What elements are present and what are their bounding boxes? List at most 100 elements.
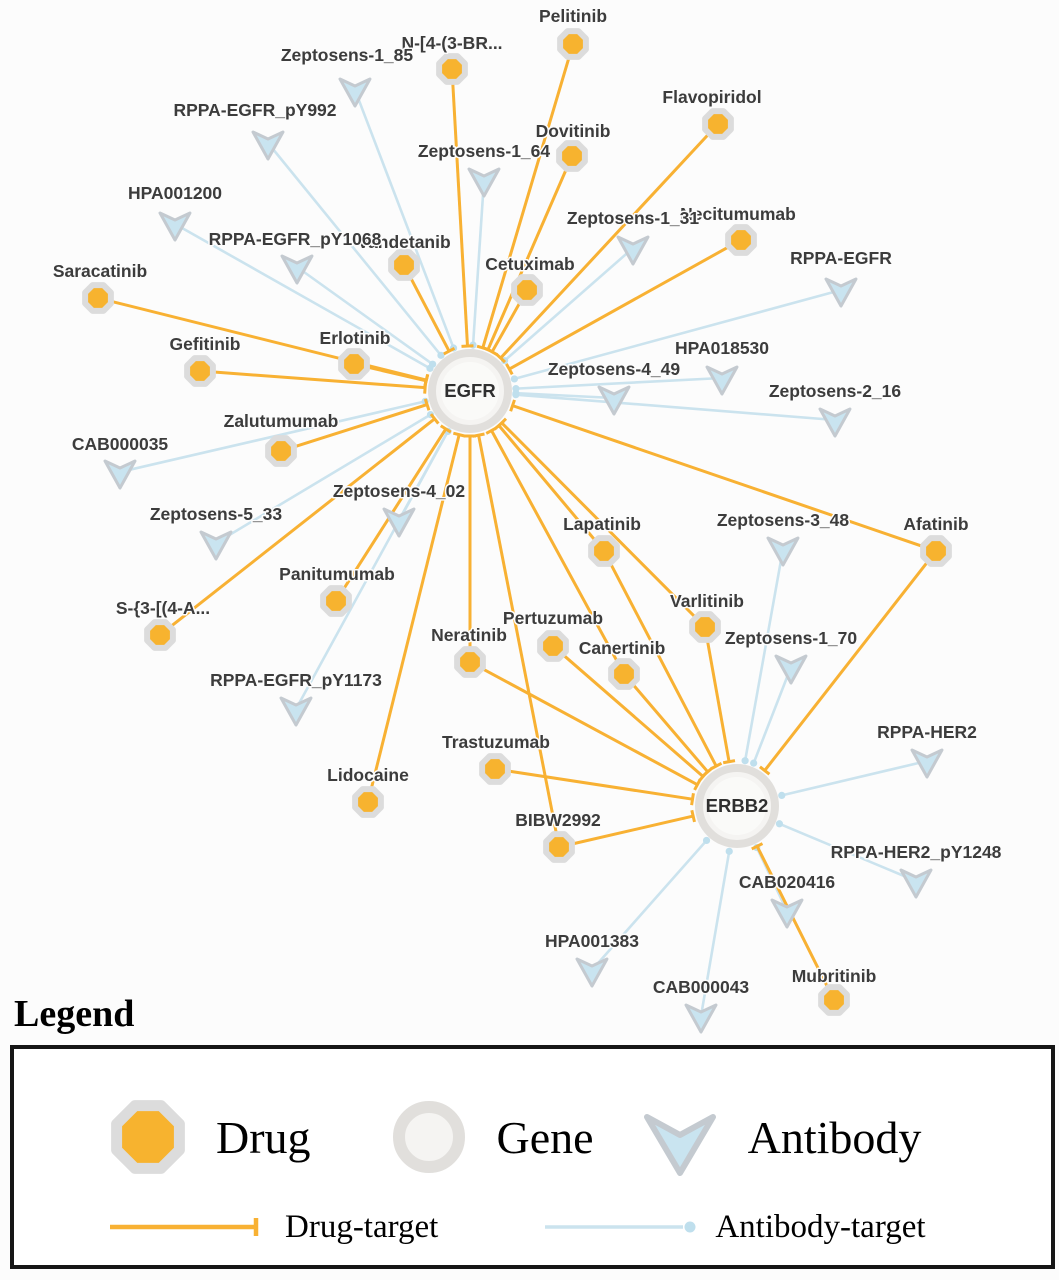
legend-drug-target-label: Drug-target — [285, 1208, 439, 1245]
antibody-edge-dot — [725, 847, 733, 855]
inhibition-tick — [495, 352, 507, 364]
drug-node — [320, 585, 352, 617]
node-label: Flavopiridol — [662, 87, 761, 107]
antibody-target-edge — [752, 666, 793, 764]
antibody-node — [684, 1003, 718, 1034]
drug-target-edge — [705, 640, 731, 762]
antibody-edge-dot — [775, 820, 784, 828]
drug-target-edge — [562, 654, 705, 778]
node-label: RPPA-EGFR_pY1068 — [209, 229, 382, 249]
legend-antibody-target-label: Antibody-target — [715, 1208, 926, 1245]
antibody-node — [766, 536, 800, 567]
antibody-edge-dot — [702, 836, 711, 845]
drug-target-edge — [508, 245, 730, 371]
antibody-target-edge — [514, 288, 842, 381]
legend-drug-label: Drug — [216, 1111, 311, 1163]
node-label: Zeptosens-1_70 — [725, 628, 858, 648]
antibody-target-edge — [119, 400, 426, 474]
node-label: RPPA-HER2 — [877, 722, 977, 742]
drug-target-edge — [512, 404, 924, 548]
gene-label: ERBB2 — [706, 795, 769, 816]
drug-target-edge — [609, 562, 718, 767]
inhibition-tick — [429, 413, 440, 425]
antibody-edge-dot — [778, 791, 786, 799]
antibody-target-edge — [778, 822, 917, 883]
drug-target-edge — [342, 428, 448, 591]
node-label: HPA001200 — [128, 183, 222, 203]
gene-label: EGFR — [444, 380, 495, 401]
node-label: RPPA-EGFR_pY992 — [173, 100, 336, 120]
gene-node-inner — [708, 777, 766, 835]
inhibition-tick — [505, 363, 514, 376]
node-label: CAB020416 — [739, 872, 836, 892]
node-label: Zeptosens-3_48 — [717, 510, 850, 530]
antibody-target-edge — [515, 393, 836, 422]
antibody-edge-dot — [512, 391, 520, 399]
inhibition-tick — [443, 347, 456, 356]
drug-target-edge — [477, 434, 558, 834]
antibody-node — [899, 868, 933, 899]
drug-node — [920, 535, 952, 567]
antibody-icon-shape — [643, 1114, 716, 1176]
antibody-target-edge — [515, 391, 615, 400]
antibody-node — [158, 211, 192, 242]
antibody-node — [280, 254, 314, 285]
antibody-target-edge — [353, 89, 455, 349]
node-label: Cetuximab — [485, 254, 574, 274]
antibody-node — [467, 167, 501, 198]
antibody-target-edge — [781, 759, 928, 797]
inhibition-tick — [496, 417, 508, 429]
legend-item-gene: Gene — [383, 1091, 594, 1183]
inhibition-tick — [722, 759, 736, 765]
gene-icon — [392, 1101, 465, 1173]
drug-node — [725, 224, 757, 256]
drug-node — [702, 108, 734, 140]
antibody-target-edge — [743, 548, 785, 761]
legend-title: Legend — [14, 993, 135, 1035]
drug-node — [556, 140, 588, 172]
node-label: N-[4-(3-BR... — [401, 33, 502, 53]
inhibition-tick — [461, 344, 474, 348]
drug-node — [689, 611, 721, 643]
antibody-target-edge — [515, 376, 723, 390]
drug-node — [557, 28, 589, 60]
node-label: Afatinib — [903, 514, 968, 534]
drug-target-edge — [631, 683, 709, 773]
node-label: Lapatinib — [563, 514, 641, 534]
antibody-node — [279, 696, 313, 727]
inhibition-tick — [486, 347, 499, 357]
drug-node — [479, 753, 511, 785]
antibody-node — [597, 385, 631, 416]
inhibition-tick — [751, 842, 764, 851]
node-label: CAB000043 — [653, 977, 750, 997]
inhibition-tick — [710, 761, 723, 771]
legend-item-antibody: Antibody — [634, 1091, 921, 1183]
node-label: Necitumumab — [680, 204, 796, 224]
legend-node-row: Drug Gene Antibody — [14, 1091, 1051, 1183]
legend-gene-label: Gene — [496, 1111, 594, 1163]
antibody-node — [382, 507, 416, 538]
drug-node — [82, 282, 114, 314]
antibody-edge-dot — [510, 375, 518, 383]
inhibition-tick — [690, 809, 696, 823]
inhibition-tick — [702, 766, 714, 777]
node-label: Neratinib — [431, 625, 507, 645]
antibody-target-edge — [471, 179, 486, 346]
drug-target-edge — [451, 82, 469, 347]
node-label: Zalutumumab — [224, 411, 339, 431]
legend-edge-row: Drug-target Antibody-target — [14, 1205, 1051, 1249]
drug-node — [818, 984, 850, 1016]
node-label: Vandetanib — [357, 232, 450, 252]
legend-item-antibody-target: Antibody-target — [543, 1208, 926, 1246]
node-label: RPPA-EGFR — [790, 248, 892, 268]
drug-target-edge — [500, 421, 697, 619]
node-label: Zeptosens-5_33 — [150, 504, 283, 524]
node-label: Zeptosens-1_85 — [281, 45, 414, 65]
antibody-target-edge — [174, 222, 431, 370]
node-label: Gefitinib — [170, 334, 241, 354]
drug-target-edge — [486, 168, 568, 351]
node-label: HPA018530 — [675, 338, 769, 358]
node-label: Zeptosens-1_64 — [418, 141, 551, 161]
drug-target-edge — [490, 429, 619, 663]
